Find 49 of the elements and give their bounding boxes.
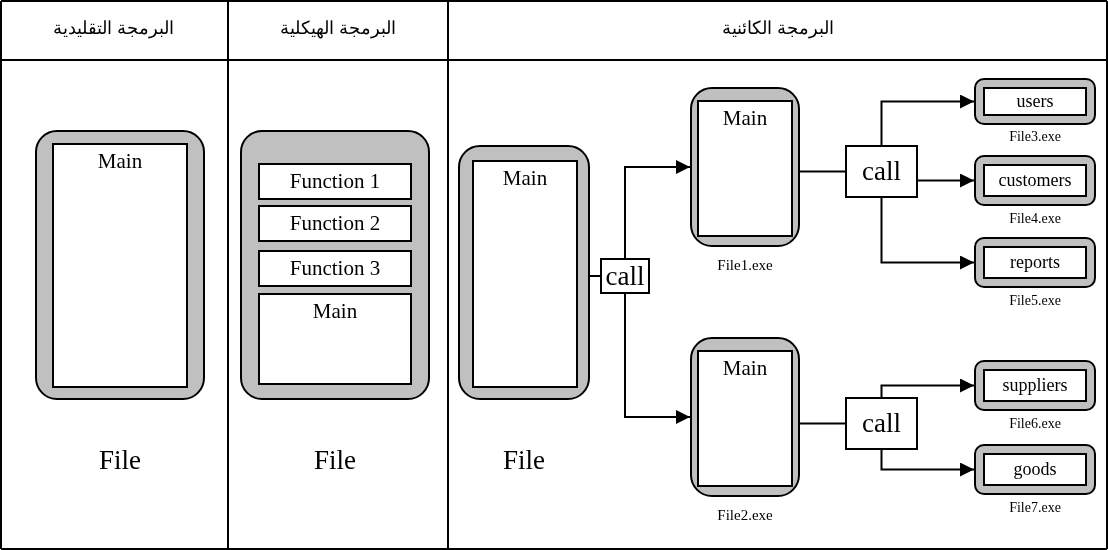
arrow — [880, 94, 975, 146]
arrow — [624, 160, 691, 259]
file-frame — [690, 337, 800, 497]
arrow — [880, 449, 975, 477]
file-box — [974, 78, 1096, 125]
column-header: البرمجة الكائنية — [721, 17, 835, 39]
file-box — [974, 360, 1096, 411]
arrow — [880, 378, 975, 398]
file-frame — [458, 145, 590, 400]
main-box: Main — [697, 350, 793, 487]
column-header: البرمجة التقليدية — [52, 17, 176, 39]
file-name-caption: File7.exe — [1008, 500, 1062, 516]
module-label: suppliers — [983, 369, 1087, 402]
column-header: البرمجة الهيكلية — [279, 17, 397, 39]
call-box: call — [600, 258, 650, 294]
main-box: Main — [258, 293, 412, 385]
file-box — [974, 155, 1096, 206]
file-name-caption: File4.exe — [1008, 211, 1062, 227]
module-label: customers — [983, 164, 1087, 197]
call-box: call — [845, 145, 918, 198]
arrow — [917, 173, 975, 188]
file-frame — [240, 130, 430, 400]
module-label: goods — [983, 453, 1087, 486]
function-box: Function 1 — [258, 163, 412, 200]
file-box — [974, 444, 1096, 495]
connector-line — [799, 170, 846, 173]
file-name-caption: File2.exe — [716, 507, 774, 524]
arrow — [624, 293, 691, 424]
file-name-caption: File — [502, 445, 546, 476]
file-frame — [690, 87, 800, 247]
module-label: reports — [983, 246, 1087, 279]
module-label: users — [983, 87, 1087, 116]
connector-line — [799, 422, 846, 425]
file-name-caption: File1.exe — [716, 257, 774, 274]
file-box — [974, 237, 1096, 288]
file-name-caption: File5.exe — [1008, 293, 1062, 309]
main-box: Main — [472, 160, 578, 388]
file-name-caption: File — [98, 445, 142, 476]
arrow — [880, 197, 975, 270]
file-name-caption: File6.exe — [1008, 416, 1062, 432]
file-name-caption: File — [313, 445, 357, 476]
main-box: Main — [52, 143, 188, 388]
function-box: Function 3 — [258, 250, 412, 287]
file-frame — [35, 130, 205, 400]
main-box: Main — [697, 100, 793, 237]
connector-line — [589, 275, 601, 277]
file-name-caption: File3.exe — [1008, 129, 1062, 145]
call-box: call — [845, 397, 918, 450]
function-box: Function 2 — [258, 205, 412, 242]
